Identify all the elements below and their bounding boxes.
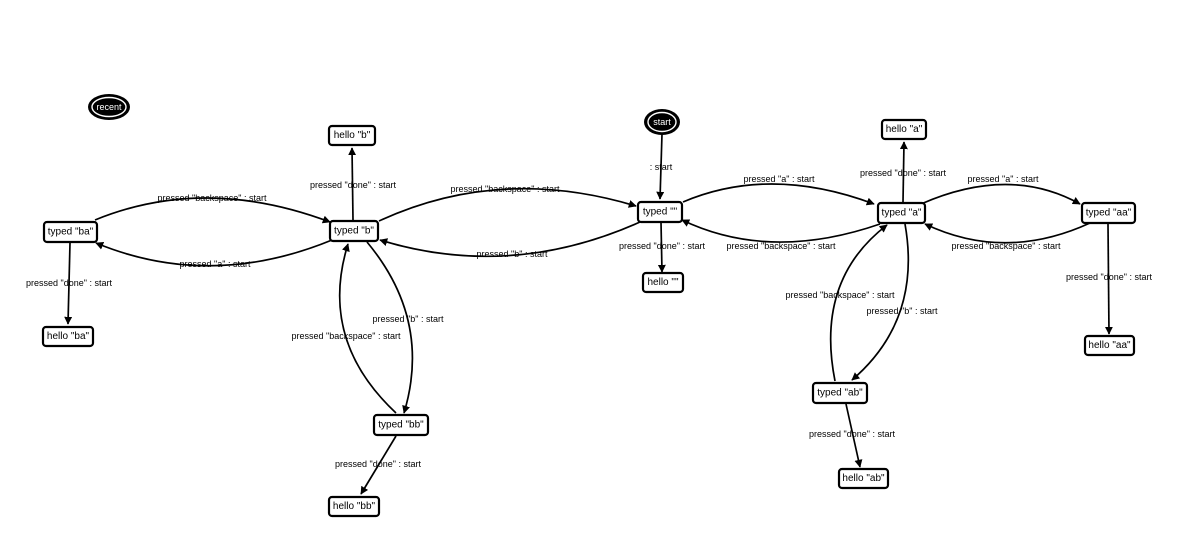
edge-label: pressed "done" : start [310,180,396,190]
edge-start-to-typed-empty [656,133,665,200]
node-typed-a: typed "a" [876,201,927,225]
edge-typed-aa-to-typed-a [924,222,1091,244]
node-recent: recent [88,94,130,120]
edge-typed-a-to-typed-empty [681,219,881,243]
edge-typed-bb-to-typed-b [338,243,397,414]
edge-typed-ab-to-hello-ab [845,403,863,468]
node-typed-ba: typed "ba" [42,220,99,244]
edge-typed-b-to-typed-bb [366,241,414,414]
node-typed-b: typed "b" [328,219,380,243]
node-label: hello "" [647,277,678,288]
edge-label: pressed "done" : start [619,241,705,251]
node-label: typed "bb" [378,420,424,431]
edge-label: pressed "a" : start [180,259,251,269]
edge-typed-empty-to-typed-a [682,183,875,206]
node-hello-empty: hello "" [641,271,685,294]
node-typed-aa: typed "aa" [1080,201,1137,225]
edge-label: pressed "backspace" : start [952,241,1061,251]
edge-typed-b-to-typed-ba [95,239,333,267]
node-label: typed "ba" [48,227,94,238]
node-label: hello "bb" [333,501,376,512]
edge-label: pressed "backspace" : start [292,331,401,341]
edge-label: pressed "done" : start [860,168,946,178]
node-label: hello "aa" [1088,340,1131,351]
edge-typed-ba-to-typed-b [94,197,331,224]
node-label: typed "ab" [817,388,863,399]
edge-label: pressed "done" : start [335,459,421,469]
node-hello-bb: hello "bb" [327,495,381,518]
node-label: hello "ba" [47,331,90,342]
edge-typed-a-to-hello-a [899,141,908,203]
edge-label: pressed "backspace" : start [727,241,836,251]
node-label: typed "a" [882,208,922,219]
edge-typed-empty-to-hello-empty [657,221,666,273]
edge-label: pressed "a" : start [744,174,815,184]
node-label: hello "b" [334,130,371,141]
edge-typed-ab-to-typed-a [829,224,888,382]
edge-label: pressed "backspace" : start [786,290,895,300]
edge-label: pressed "b" : start [867,306,938,316]
edge-typed-bb-to-hello-bb [360,435,397,495]
node-start: start [644,109,680,135]
node-typed-bb: typed "bb" [372,413,430,437]
edge-typed-a-to-typed-aa [920,183,1081,205]
node-label: recent [96,102,122,112]
edge-label: : start [650,162,673,172]
node-hello-aa: hello "aa" [1083,334,1136,357]
edge-label: pressed "b" : start [373,314,444,324]
node-hello-ba: hello "ba" [41,325,95,348]
edge-typed-b-to-hello-b [348,147,357,221]
node-label: start [653,117,671,127]
node-label: typed "aa" [1086,208,1132,219]
edge-typed-empty-to-typed-b [379,221,641,258]
node-label: typed "" [643,207,678,218]
edge-label: pressed "backspace" : start [451,184,560,194]
node-label: hello "ab" [842,473,885,484]
edge-label: pressed "done" : start [26,278,112,288]
edge-typed-a-to-typed-ab [851,223,910,381]
node-typed-ab: typed "ab" [811,381,869,405]
edge-typed-ba-to-hello-ba [64,242,73,325]
node-typed-empty: typed "" [636,200,684,224]
edge-label: pressed "b" : start [477,249,548,259]
edge-label: pressed "done" : start [809,429,895,439]
node-hello-ab: hello "ab" [837,467,890,490]
edge-typed-b-to-typed-empty [378,187,637,222]
node-label: typed "b" [334,226,374,237]
edge-label: pressed "backspace" : start [158,193,267,203]
node-hello-b: hello "b" [327,124,377,147]
edge-label: pressed "done" : start [1066,272,1152,282]
node-label: hello "a" [886,124,923,135]
edge-typed-aa-to-hello-aa [1104,223,1113,335]
edge-label: pressed "a" : start [968,174,1039,184]
node-hello-a: hello "a" [880,118,928,141]
